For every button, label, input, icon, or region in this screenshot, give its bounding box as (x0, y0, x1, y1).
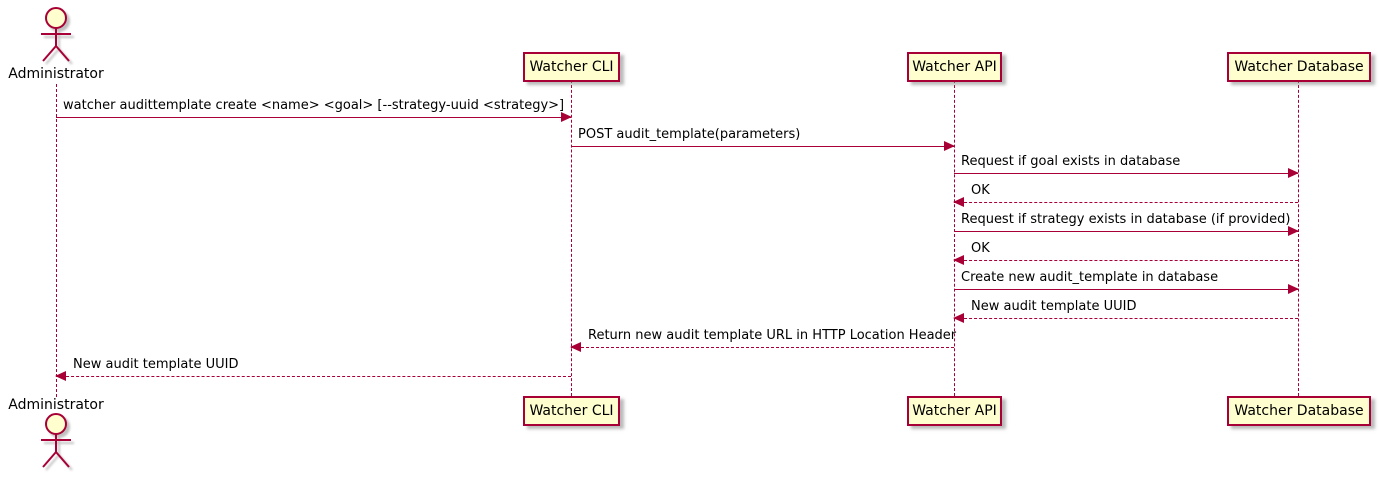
message-label: New audit template UUID (971, 299, 1137, 314)
lifeline-watcher-api (954, 80, 955, 396)
lifeline-watcher-cli (571, 80, 572, 396)
message-label: OK (971, 183, 990, 198)
administrator-actor-icon (41, 7, 71, 62)
participant-box-watcher-cli-top: Watcher CLI (523, 52, 620, 82)
participant-label: Watcher Database (1234, 59, 1364, 75)
sequence-message-9: Return new audit template URL in HTTP Lo… (570, 328, 957, 354)
arrow-right-icon (944, 141, 955, 151)
message-label: POST audit_template(parameters) (578, 127, 801, 142)
participant-box-watcher-database-top: Watcher Database (1227, 52, 1371, 82)
message-label: Request if goal exists in database (961, 154, 1181, 169)
arrow-left-icon (55, 371, 66, 381)
message-label: watcher audittemplate create <name> <goa… (63, 98, 565, 113)
participant-box-watcher-cli-bottom: Watcher CLI (523, 396, 620, 426)
lifeline-administrator (56, 84, 57, 397)
participant-label: Watcher API (912, 403, 997, 419)
administrator-label-bottom: Administrator (8, 397, 104, 413)
participant-box-watcher-database-bottom: Watcher Database (1227, 396, 1371, 426)
message-label: OK (971, 241, 990, 256)
arrow-left-icon (953, 313, 964, 323)
sequence-message-10: New audit template UUID (55, 357, 571, 383)
administrator-actor-icon (41, 413, 71, 468)
message-label: Create new audit_template in database (961, 270, 1219, 285)
lifeline-watcher-database (1298, 80, 1299, 396)
sequence-message-3: Request if goal exists in database (954, 154, 1299, 180)
sequence-message-6: OK (953, 241, 1298, 267)
participant-label: Watcher CLI (529, 403, 614, 419)
participant-box-watcher-api-bottom: Watcher API (907, 396, 1002, 426)
sequence-message-1: watcher audittemplate create <name> <goa… (56, 98, 572, 124)
administrator-label-top: Administrator (8, 66, 104, 82)
sequence-message-8: New audit template UUID (953, 299, 1298, 325)
arrow-left-icon (953, 197, 964, 207)
arrow-right-icon (1288, 168, 1299, 178)
arrow-right-icon (1288, 284, 1299, 294)
sequence-message-4: OK (953, 183, 1298, 209)
participant-label: Watcher Database (1234, 403, 1364, 419)
sequence-message-5: Request if strategy exists in database (… (954, 212, 1299, 238)
arrow-right-icon (561, 112, 572, 122)
arrow-right-icon (1288, 226, 1299, 236)
participant-box-watcher-api-top: Watcher API (907, 52, 1002, 82)
sequence-message-7: Create new audit_template in database (954, 270, 1299, 296)
arrow-left-icon (953, 255, 964, 265)
participant-label: Watcher CLI (529, 59, 614, 75)
sequence-message-2: POST audit_template(parameters) (571, 127, 955, 153)
message-label: Request if strategy exists in database (… (961, 212, 1291, 227)
participant-label: Watcher API (912, 59, 997, 75)
arrow-left-icon (570, 342, 581, 352)
message-label: Return new audit template URL in HTTP Lo… (588, 328, 957, 343)
message-label: New audit template UUID (73, 357, 239, 372)
